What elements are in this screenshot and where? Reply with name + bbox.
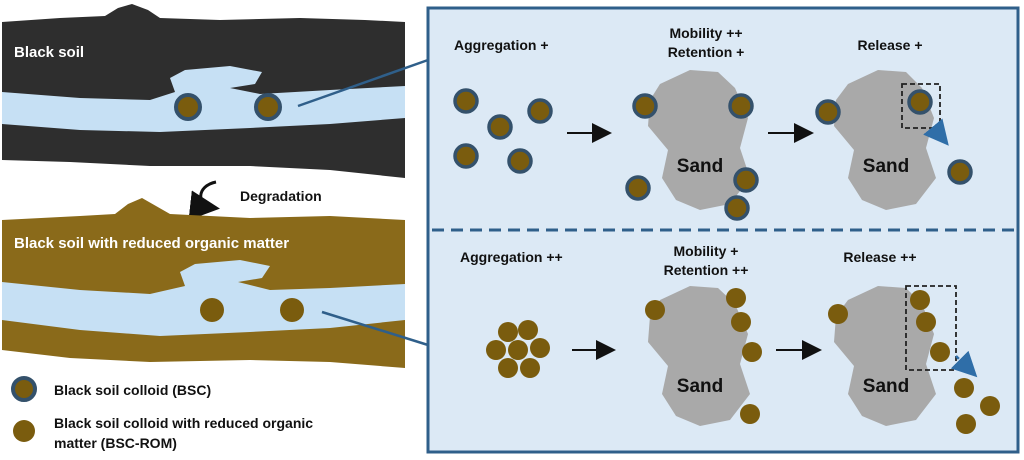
- degraded-soil-label: Black soil with reduced organic matter: [14, 235, 289, 252]
- bsc-rom-colloid: [910, 290, 930, 310]
- release-box: [905, 285, 957, 371]
- bsc-colloid: [632, 93, 658, 119]
- colloid-cluster: [486, 320, 550, 378]
- release-arrow: [950, 350, 978, 378]
- top-retention-label: Retention +: [668, 44, 745, 60]
- bottom-retention-label: Retention ++: [664, 262, 749, 278]
- bsc-rom-colloid: [731, 312, 751, 332]
- bsc-rom-colloid: [280, 298, 304, 322]
- top-row-bsc: Aggregation + Mobility ++ Retention + Re…: [453, 25, 973, 221]
- sand-label: Sand: [863, 156, 909, 177]
- water-channel-top: [2, 66, 405, 132]
- legend: Black soil colloid (BSC) Black soil coll…: [11, 376, 313, 451]
- bsc-rom-colloid: [645, 300, 665, 320]
- bsc-rom-colloid: [742, 342, 762, 362]
- bsc-rom-colloid: [726, 288, 746, 308]
- legend-bsc-swatch: [11, 376, 37, 402]
- black-soil-label: Black soil: [14, 44, 84, 61]
- bsc-colloid: [527, 98, 553, 124]
- bottom-row-bsc-rom: Aggregation ++ Mobility + Retention ++ R…: [460, 243, 1000, 434]
- bsc-rom-colloid: [954, 378, 974, 398]
- sand-label: Sand: [677, 376, 723, 397]
- bsc-colloid: [625, 175, 651, 201]
- bsc-rom-colloid: [828, 304, 848, 324]
- sand-label: Sand: [677, 156, 723, 177]
- sand-grain: [648, 286, 750, 426]
- top-aggregation-label: Aggregation +: [454, 37, 549, 53]
- sand-grain: [834, 286, 936, 426]
- water-channel-bottom: [2, 260, 405, 336]
- bsc-colloid: [815, 99, 841, 125]
- legend-bsc-rom-label-line2: matter (BSC-ROM): [54, 435, 177, 451]
- bsc-rom-colloid: [980, 396, 1000, 416]
- release-arrow: [923, 118, 949, 146]
- bsc-rom-colloid: [916, 312, 936, 332]
- bottom-release-label: Release ++: [843, 249, 916, 265]
- black-soil-block: Black soil: [2, 4, 405, 178]
- connector-line-bottom: [321, 310, 429, 347]
- bsc-rom-colloid: [740, 404, 760, 424]
- legend-bsc-rom-label-line1: Black soil colloid with reduced organic: [54, 415, 313, 431]
- bottom-mobility-label: Mobility +: [674, 243, 739, 259]
- top-mobility-label: Mobility ++: [669, 25, 742, 41]
- bsc-colloid: [254, 93, 282, 121]
- top-release-label: Release +: [858, 37, 923, 53]
- bsc-colloid: [733, 167, 759, 193]
- sand-label: Sand: [863, 376, 909, 397]
- bsc-rom-colloid: [956, 414, 976, 434]
- legend-bsc-rom-swatch: [13, 420, 35, 442]
- bsc-colloid: [507, 148, 533, 174]
- bsc-colloid: [453, 143, 479, 169]
- bsc-colloid: [174, 93, 202, 121]
- degradation-arrow: Degradation: [188, 180, 322, 221]
- release-box: [901, 83, 941, 129]
- bsc-colloid: [728, 93, 754, 119]
- bsc-colloid: [453, 88, 479, 114]
- degraded-soil-block: Black soil with reduced organic matter: [2, 198, 405, 368]
- bsc-colloid: [947, 159, 973, 185]
- sand-grain: [648, 70, 750, 210]
- bottom-aggregation-label: Aggregation ++: [460, 249, 563, 265]
- legend-bsc-label: Black soil colloid (BSC): [54, 382, 211, 398]
- connector-line-top: [297, 58, 429, 108]
- degradation-label: Degradation: [240, 188, 322, 204]
- bsc-rom-colloid: [930, 342, 950, 362]
- bsc-colloid: [907, 89, 933, 115]
- bsc-colloid: [724, 195, 750, 221]
- bsc-colloid: [487, 114, 513, 140]
- bsc-rom-colloid: [200, 298, 224, 322]
